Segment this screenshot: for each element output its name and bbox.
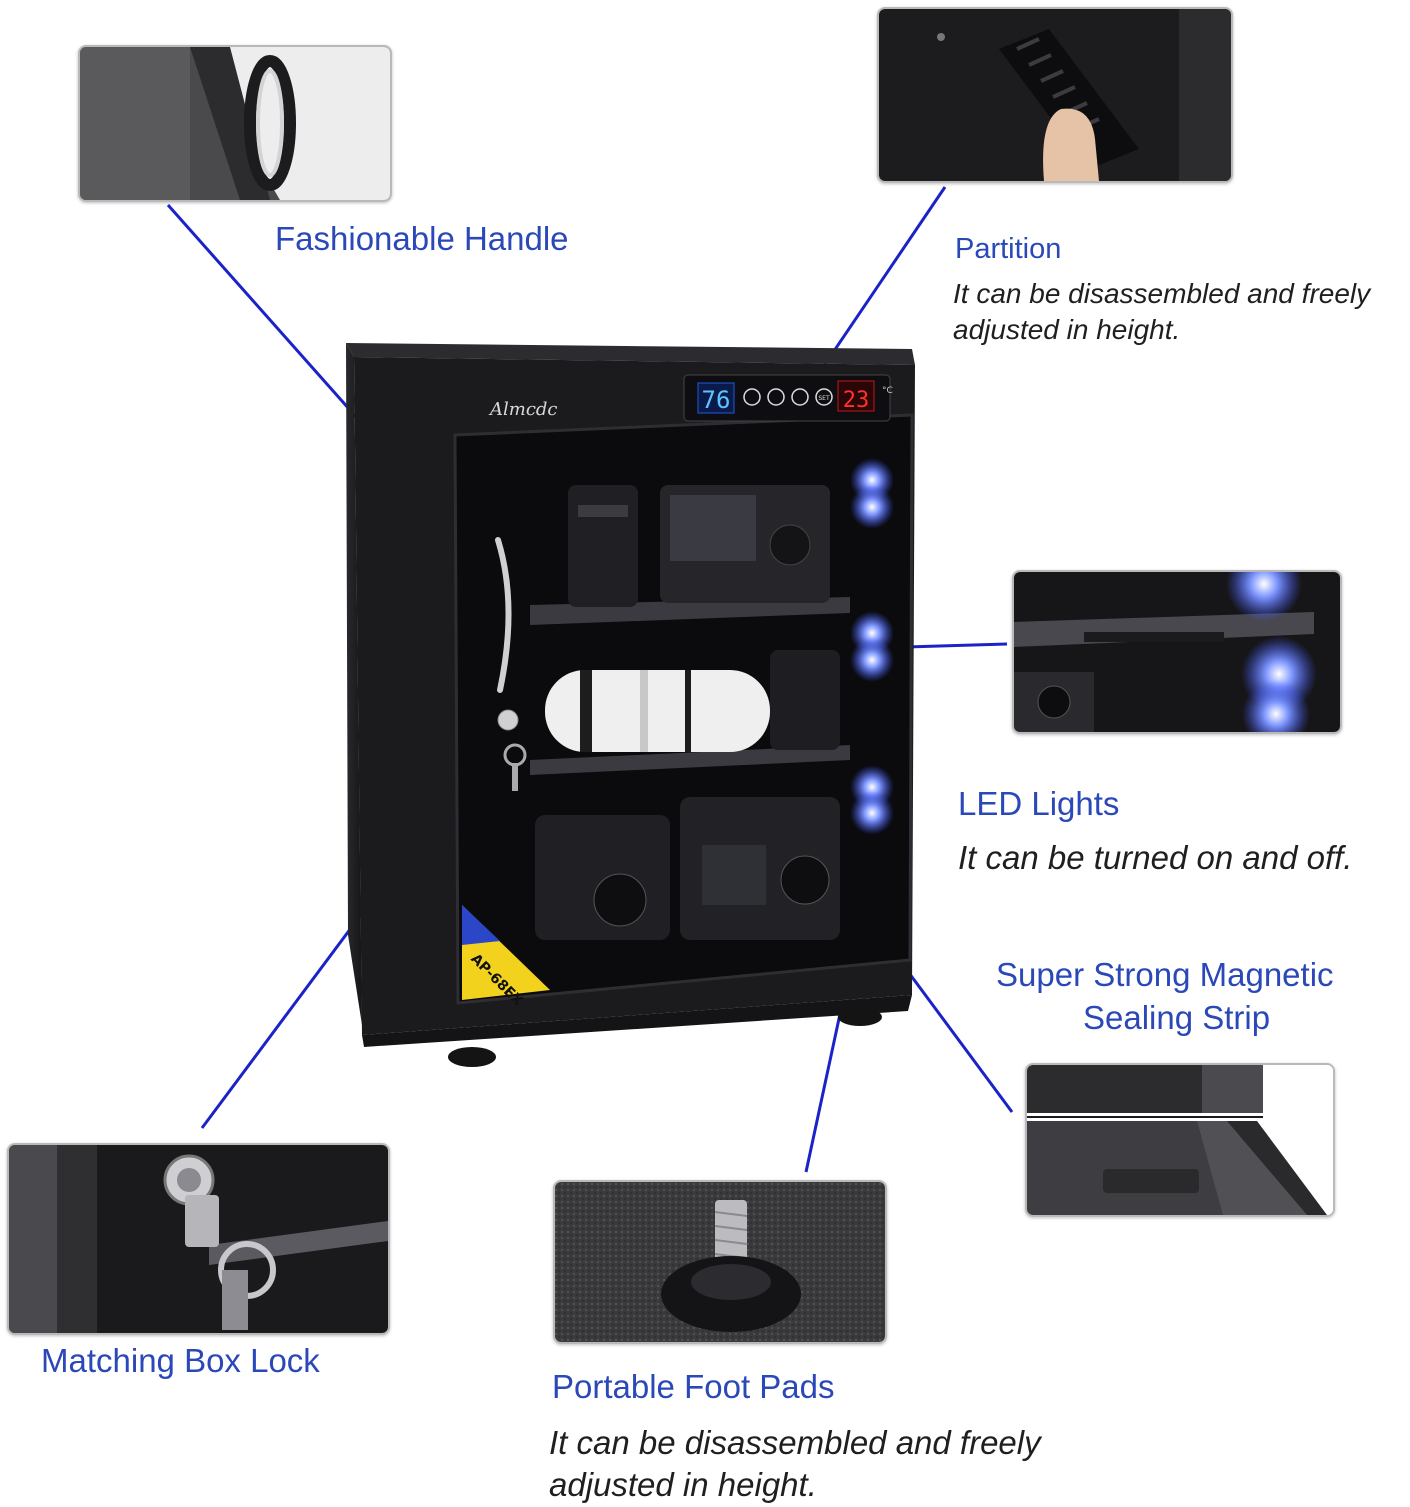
foot-desc-line1: It can be disassembled and freely (549, 1424, 1041, 1461)
dry-cabinet-image: 76 SET 23 °C Almcdc AP-68EX (346, 343, 915, 1067)
temperature-display: 23 (843, 388, 870, 413)
svg-text:°C: °C (882, 386, 893, 396)
led-desc: It can be turned on and off. (958, 839, 1353, 876)
partition-detail-image (877, 7, 1233, 183)
brand-logo: Almcdc (488, 399, 558, 420)
magnetic-title-line2: Sealing Strip (1083, 999, 1271, 1036)
svg-text:SET: SET (818, 395, 830, 402)
foot-detail-image (553, 1180, 887, 1344)
lock-title: Matching Box Lock (41, 1342, 320, 1379)
led-title: LED Lights (958, 785, 1120, 822)
magnetic-title-line1: Super Strong Magnetic (996, 956, 1334, 993)
lock-detail-image (7, 1143, 390, 1335)
partition-title: Partition (955, 233, 1062, 265)
foot-title: Portable Foot Pads (552, 1368, 835, 1405)
partition-desc-line1: It can be disassembled and freely (953, 278, 1371, 309)
led-lights (850, 458, 894, 835)
foot-desc-line2: adjusted in height. (549, 1466, 817, 1503)
partition-desc-line2: adjusted in height. (953, 314, 1181, 345)
humidity-display: 76 (702, 386, 731, 414)
led-detail-image (1012, 570, 1342, 734)
handle-detail-image (78, 45, 392, 202)
magnetic-detail-image (1025, 1063, 1335, 1217)
handle-title: Fashionable Handle (275, 220, 569, 257)
leader-foot (804, 1013, 842, 1173)
